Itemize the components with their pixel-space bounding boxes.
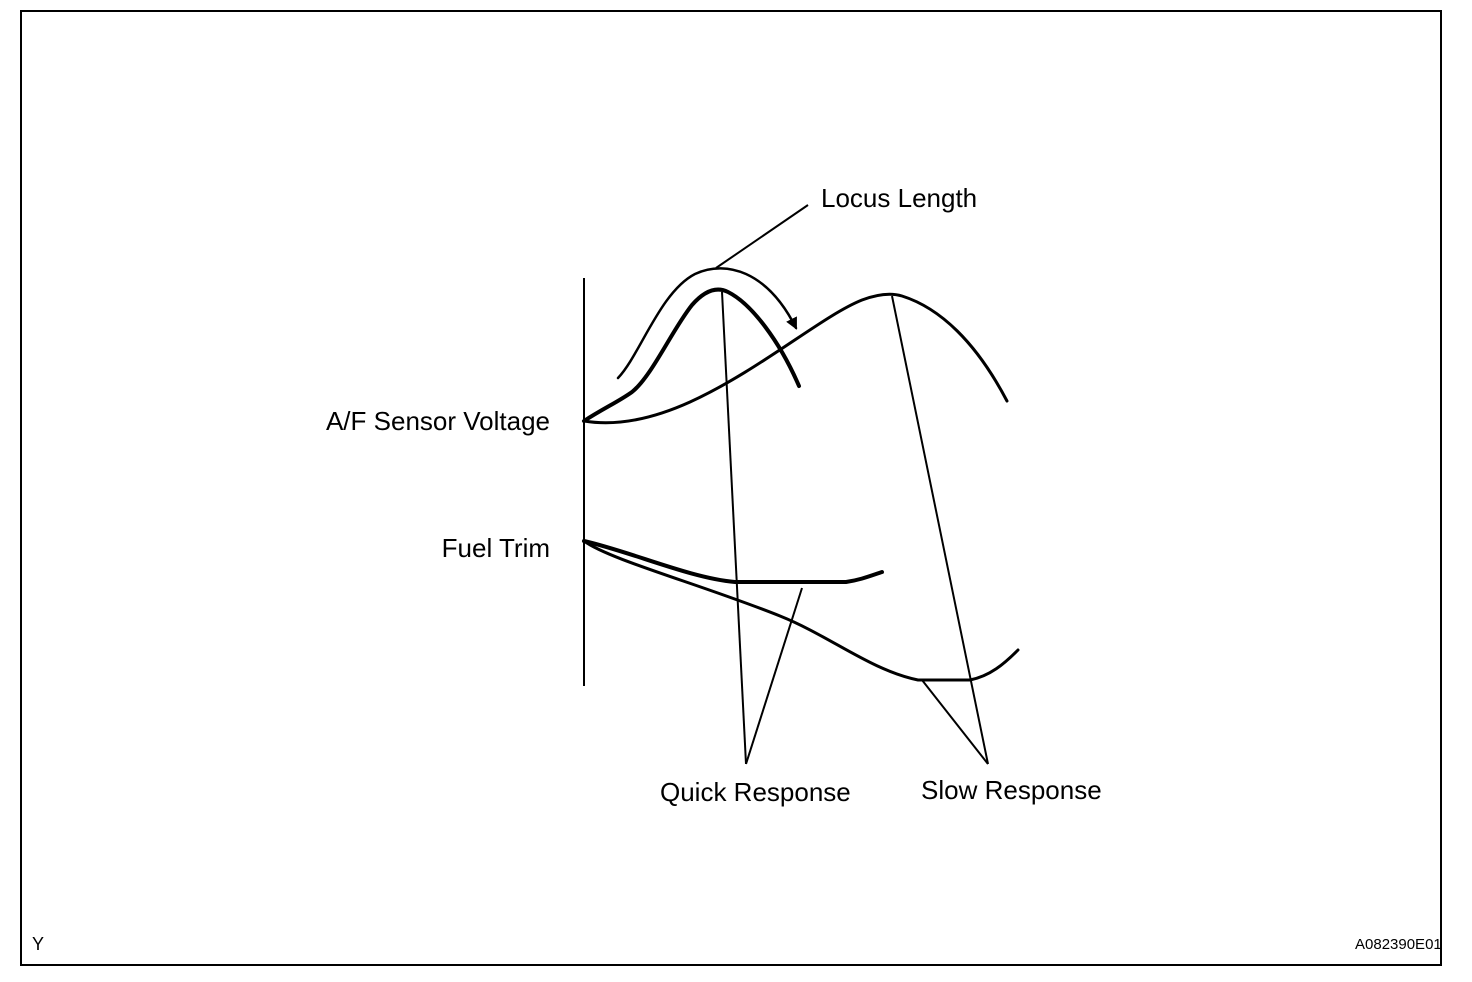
quick-response-leader-trim [745, 587, 803, 765]
locus-length-leader [715, 204, 809, 269]
slow-response-label: Slow Response [921, 775, 1102, 805]
slow-response-leader-peak [891, 295, 989, 765]
fuel-trim-slow-curve [582, 539, 1020, 682]
fuel-trim-quick-curve [582, 539, 884, 584]
locus-length-arrow [616, 267, 798, 380]
figure-code: A082390E01 [1355, 936, 1442, 953]
slow-response-leader-trim [921, 679, 989, 765]
locus-length-label: Locus Length [821, 183, 978, 213]
corner-mark-left: Y [32, 934, 45, 954]
af-sensor-voltage-label: A/F Sensor Voltage [325, 406, 550, 436]
af-quick-curve [582, 287, 801, 423]
figure-frame [20, 10, 1442, 966]
quick-response-label: Quick Response [660, 777, 851, 807]
quick-response-leader-peak [721, 291, 747, 765]
fuel-trim-label: Fuel Trim [441, 533, 550, 563]
af-slow-curve [582, 292, 1009, 425]
